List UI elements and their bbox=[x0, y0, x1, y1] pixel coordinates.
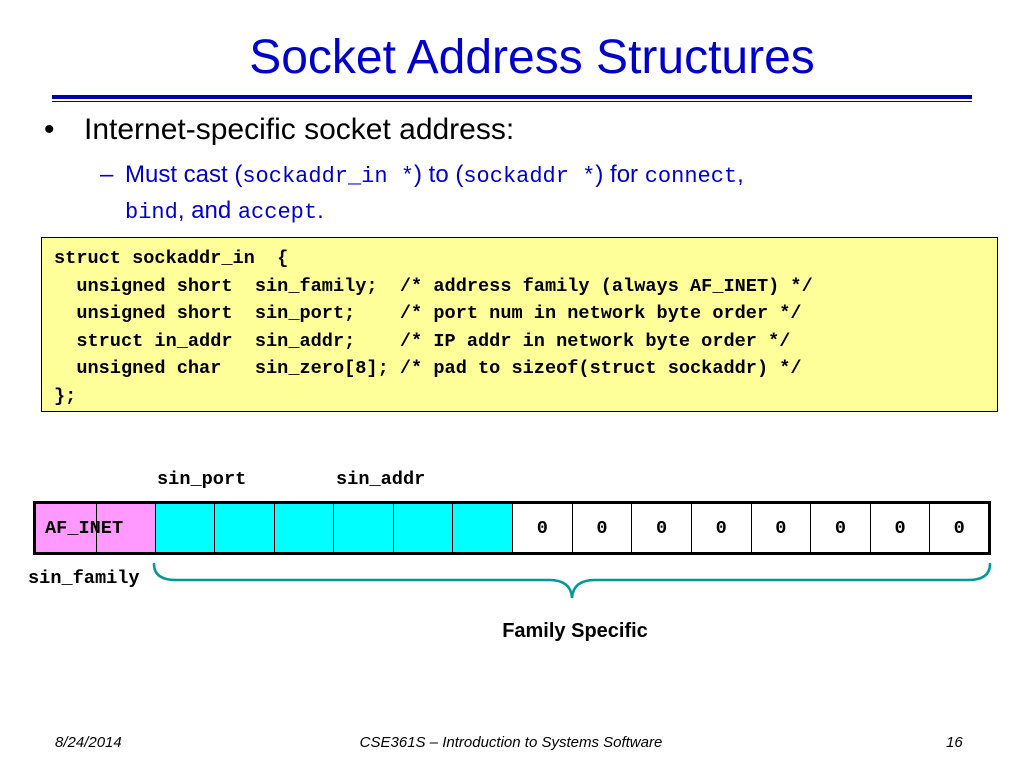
zero-cell: 0 bbox=[871, 504, 931, 552]
footer-page-number: 16 bbox=[946, 734, 963, 751]
code-connect: connect bbox=[644, 164, 738, 189]
sub-bullet-dash: – bbox=[100, 161, 114, 188]
zero-cell: 0 bbox=[953, 517, 965, 539]
family-cell-left bbox=[36, 504, 97, 552]
family-specific-label: Family Specific bbox=[502, 620, 648, 642]
code-line: unsigned short sin_port; /* port num in … bbox=[54, 303, 802, 324]
port-byte-cell bbox=[215, 504, 275, 552]
code-line: unsigned short sin_family; /* address fa… bbox=[54, 275, 813, 297]
port-byte-cell bbox=[156, 504, 216, 552]
af-inet-label: AF_INET bbox=[45, 518, 124, 539]
sub-text-6: . bbox=[317, 197, 324, 224]
zero-cell: 0 bbox=[692, 504, 752, 552]
sub-text-2: ) to ( bbox=[414, 161, 464, 188]
bullet-item: • Internet-specific socket address: bbox=[44, 112, 514, 148]
addr-byte-cell bbox=[453, 504, 513, 552]
code-line: struct in_addr sin_addr; /* IP addr in n… bbox=[54, 330, 791, 352]
zero-cell: 0 bbox=[573, 504, 633, 552]
code-line: struct sockaddr_in { bbox=[54, 248, 289, 269]
slide-title: Socket Address Structures bbox=[249, 31, 815, 84]
bullet-text: Internet-specific socket address: bbox=[84, 113, 515, 146]
footer-course: CSE361S – Introduction to Systems Softwa… bbox=[359, 734, 663, 751]
sub-bullet: –Must cast (sockaddr_in *) to (sockaddr … bbox=[100, 158, 930, 230]
zero-cell: 0 bbox=[752, 504, 812, 552]
sub-text-4: , bbox=[737, 161, 744, 188]
code-accept: accept bbox=[237, 200, 318, 225]
code-line: unsigned char sin_zero[8]; /* pad to siz… bbox=[54, 358, 802, 379]
sub-text-1: Must cast ( bbox=[125, 161, 243, 188]
addr-byte-cell bbox=[274, 504, 335, 552]
code-line: }; bbox=[54, 385, 77, 407]
sub-text-3: ) for bbox=[595, 161, 645, 188]
title-underline-thick bbox=[52, 95, 972, 99]
struct-code-box: struct sockaddr_in { unsigned short sin_… bbox=[41, 237, 998, 412]
sockaddr-layout-bar: 0 0 0 0 0 0 0 0 AF_INET bbox=[33, 501, 991, 555]
addr-byte-cell bbox=[393, 504, 454, 552]
addr-byte-cell bbox=[334, 504, 394, 552]
sin-port-label: sin_port bbox=[157, 469, 247, 490]
zero-cell: 0 bbox=[811, 504, 871, 552]
zero-cell: 0 bbox=[513, 504, 573, 552]
bullet-mark: • bbox=[44, 113, 55, 146]
code-sockaddr: sockaddr * bbox=[463, 164, 596, 189]
zero-cell: 0 bbox=[632, 504, 692, 552]
code-bind: bind bbox=[125, 200, 178, 225]
sin-family-label: sin_family bbox=[28, 568, 140, 589]
title-underline-thin bbox=[52, 101, 972, 102]
sin-addr-label: sin_addr bbox=[336, 469, 426, 490]
sub-text-5: , and bbox=[177, 197, 238, 224]
family-cell-right bbox=[96, 504, 157, 552]
footer-date: 8/24/2014 bbox=[55, 734, 122, 751]
code-sockaddr-in: sockaddr_in * bbox=[242, 164, 414, 189]
